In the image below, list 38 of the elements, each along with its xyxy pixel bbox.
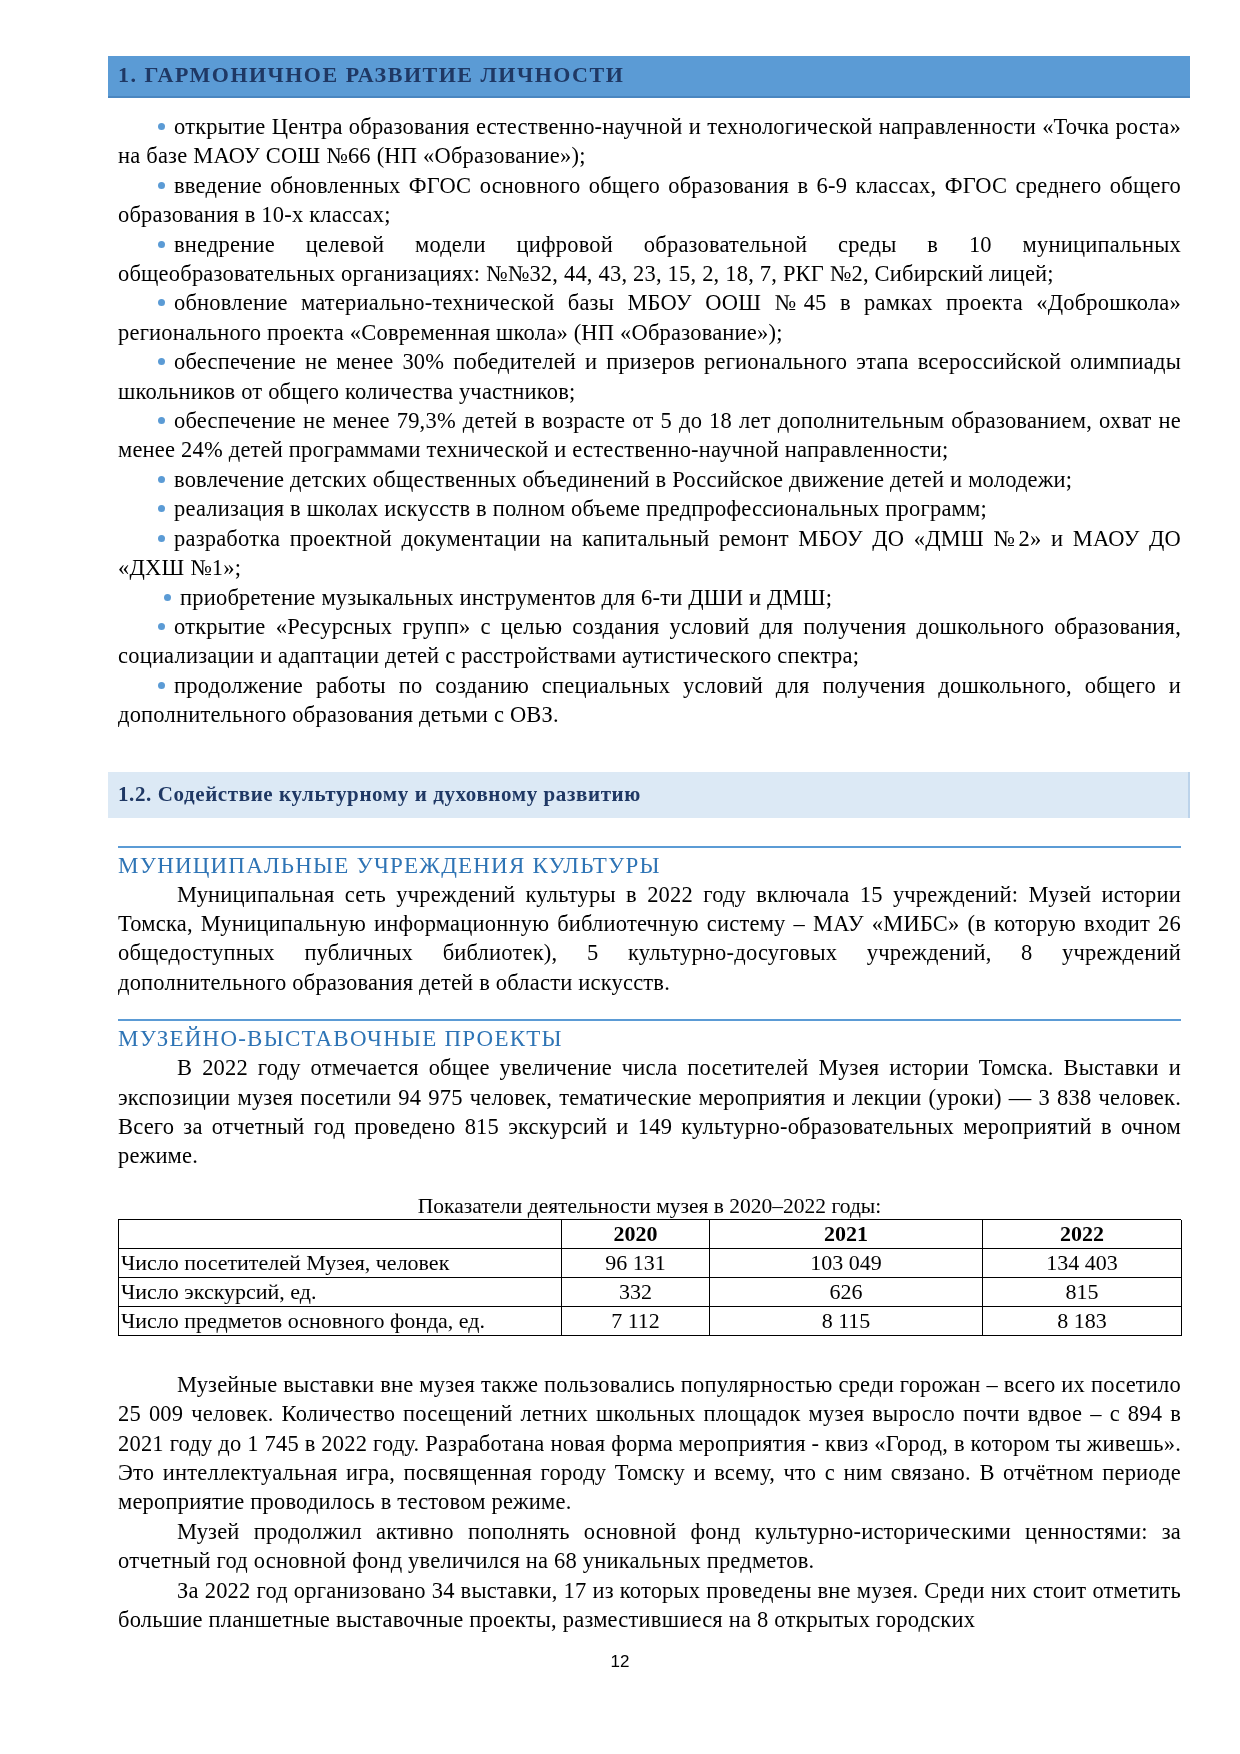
bullet-item: открытие «Ресурсных групп» с целью создания условий для получения дошкольного образования, социализации и адаптации детей с расстройствами аутистического спектра;	[118, 611, 1181, 671]
bullet-item: приобретение музыкальных инструментов для 6-ти ДШИ и ДМШ;	[118, 582, 1181, 612]
bullet-item: введение обновленных ФГОС основного общего образования в 6-9 классах, ФГОС среднего общего образования в 10-х классах;	[118, 170, 1181, 230]
paragraph: Музей продолжил активно пополнять основной фонд культурно-историческими ценностями: за отчетный год основной фонд увеличился на 68 уникальных предметов.	[118, 1517, 1181, 1576]
bullet-item: открытие Центра образования естественно-научной и технологической направленности «Точка роста» на базе МАОУ СОШ №66 (НП «Образование»);	[118, 112, 1181, 171]
bullet-item: разработка проектной документации на капитальный ремонт МБОУ ДО «ДМШ №2» и МАОУ ДО «ДХШ №1»;	[118, 523, 1181, 583]
table-header-cell: 2022	[983, 1219, 1182, 1249]
title-band: 1. ГАРМОНИЧНОЕ РАЗВИТИЕ ЛИЧНОСТИ	[108, 56, 1190, 98]
paragraph: Музейные выставки вне музея также пользовались популярностью среди горожан – всего их посетило 25 009 человек. Количество посещений летних школьных площадок музея выросло почти вдвое – с 894 в 2021 году до 1 745 в 2022 году. Разработана новая форма мероприятия - квиз «Город, в котором ты живешь». Это интеллектуальная игра, посвященная городу Томску и всему, что с ним связано. В отчётном периоде мероприятие проводилось в тестовом режиме.	[118, 1370, 1181, 1517]
subsection-heading: МУНИЦИПАЛЬНЫЕ УЧРЕЖДЕНИЯ КУЛЬТУРЫ	[118, 845, 1181, 880]
table-cell: 626	[710, 1277, 983, 1307]
table-header-cell: 2021	[710, 1219, 983, 1249]
paragraph: За 2022 год организовано 34 выставки, 17 из которых проведены вне музея. Среди них стоит отметить большие планшетные выставочные проекты, разместившиеся на 8 открытых городских	[118, 1576, 1181, 1635]
table-cell: 8 115	[710, 1306, 983, 1336]
table-cell: Число предметов основного фонда, ед.	[119, 1306, 562, 1336]
bullet-item: продолжение работы по созданию специальных условий для получения дошкольного, общего и дополнительного образования детьми с ОВЗ.	[118, 670, 1181, 730]
bullet-item: внедрение целевой модели цифровой образовательной среды в 10 муниципальных общеобразовательных организациях: №№32, 44, 43, 23, 15, 2, 18, 7, РКГ №2, Сибирский лицей;	[118, 229, 1181, 289]
table-cell: 8 183	[983, 1306, 1182, 1336]
table-cell: 7 112	[562, 1306, 710, 1336]
paragraph: Муниципальная сеть учреждений культуры в 2022 году включала 15 учреждений: Музей истории Томска, Муниципальную информационную библиотечную систему – МАУ «МИБС» (в которую входит 26 общедоступных публичных библиотек), 5 культурно-досуговых учреждений, 8 учреждений дополнительного образования детей в области искусств.	[118, 880, 1181, 997]
paragraph: В 2022 году отмечается общее увеличение числа посетителей Музея истории Томска. Выставки и экспозиции музея посетили 94 975 человек, тематические мероприятия и лекции (уроки) — 3 838 человек. Всего за отчетный год проведено 815 экскурсий и 149 культурно-образовательных мероприятий в очном режиме.	[118, 1054, 1181, 1171]
table-caption: Показатели деятельности музея в 2020–2022 годы:	[416, 1192, 883, 1219]
table-cell: 332	[562, 1277, 710, 1307]
table-cell: Число экскурсий, ед.	[119, 1277, 562, 1307]
subsection-heading: МУЗЕЙНО-ВЫСТАВОЧНЫЕ ПРОЕКТЫ	[118, 1019, 1181, 1054]
section-heading: 1.2. Содействие культурному и духовному развитию	[108, 771, 1190, 818]
table-cell: 96 131	[562, 1248, 710, 1278]
table-cell: 815	[983, 1277, 1182, 1307]
bullet-item: обновление материально-технической базы МБОУ ООШ №45 в рамках проекта «Доброшкола» регионального проекта «Современная школа» (НП «Образование»);	[118, 288, 1181, 348]
bullet-item: обеспечение не менее 30% победителей и призеров регионального этапа всероссийской олимпиады школьников от общего количества участников;	[118, 347, 1181, 407]
table-cell: 134 403	[983, 1248, 1182, 1278]
table-cell: 103 049	[710, 1248, 983, 1278]
bullet-item: обеспечение не менее 79,3% детей в возрасте от 5 до 18 лет дополнительным образованием, охват не менее 24% детей программами технической и естественно-научной направленности;	[118, 406, 1181, 465]
bullet-item: вовлечение детских общественных объединений в Российское движение детей и молодежи;	[118, 464, 1181, 495]
table-header-cell: 2020	[562, 1219, 710, 1249]
bullet-item: реализация в школах искусств в полном объеме предпрофессиональных программ;	[118, 494, 1181, 524]
table-cell: Число посетителей Музея, человек	[119, 1248, 562, 1278]
page-number: 12	[609, 1652, 631, 1672]
